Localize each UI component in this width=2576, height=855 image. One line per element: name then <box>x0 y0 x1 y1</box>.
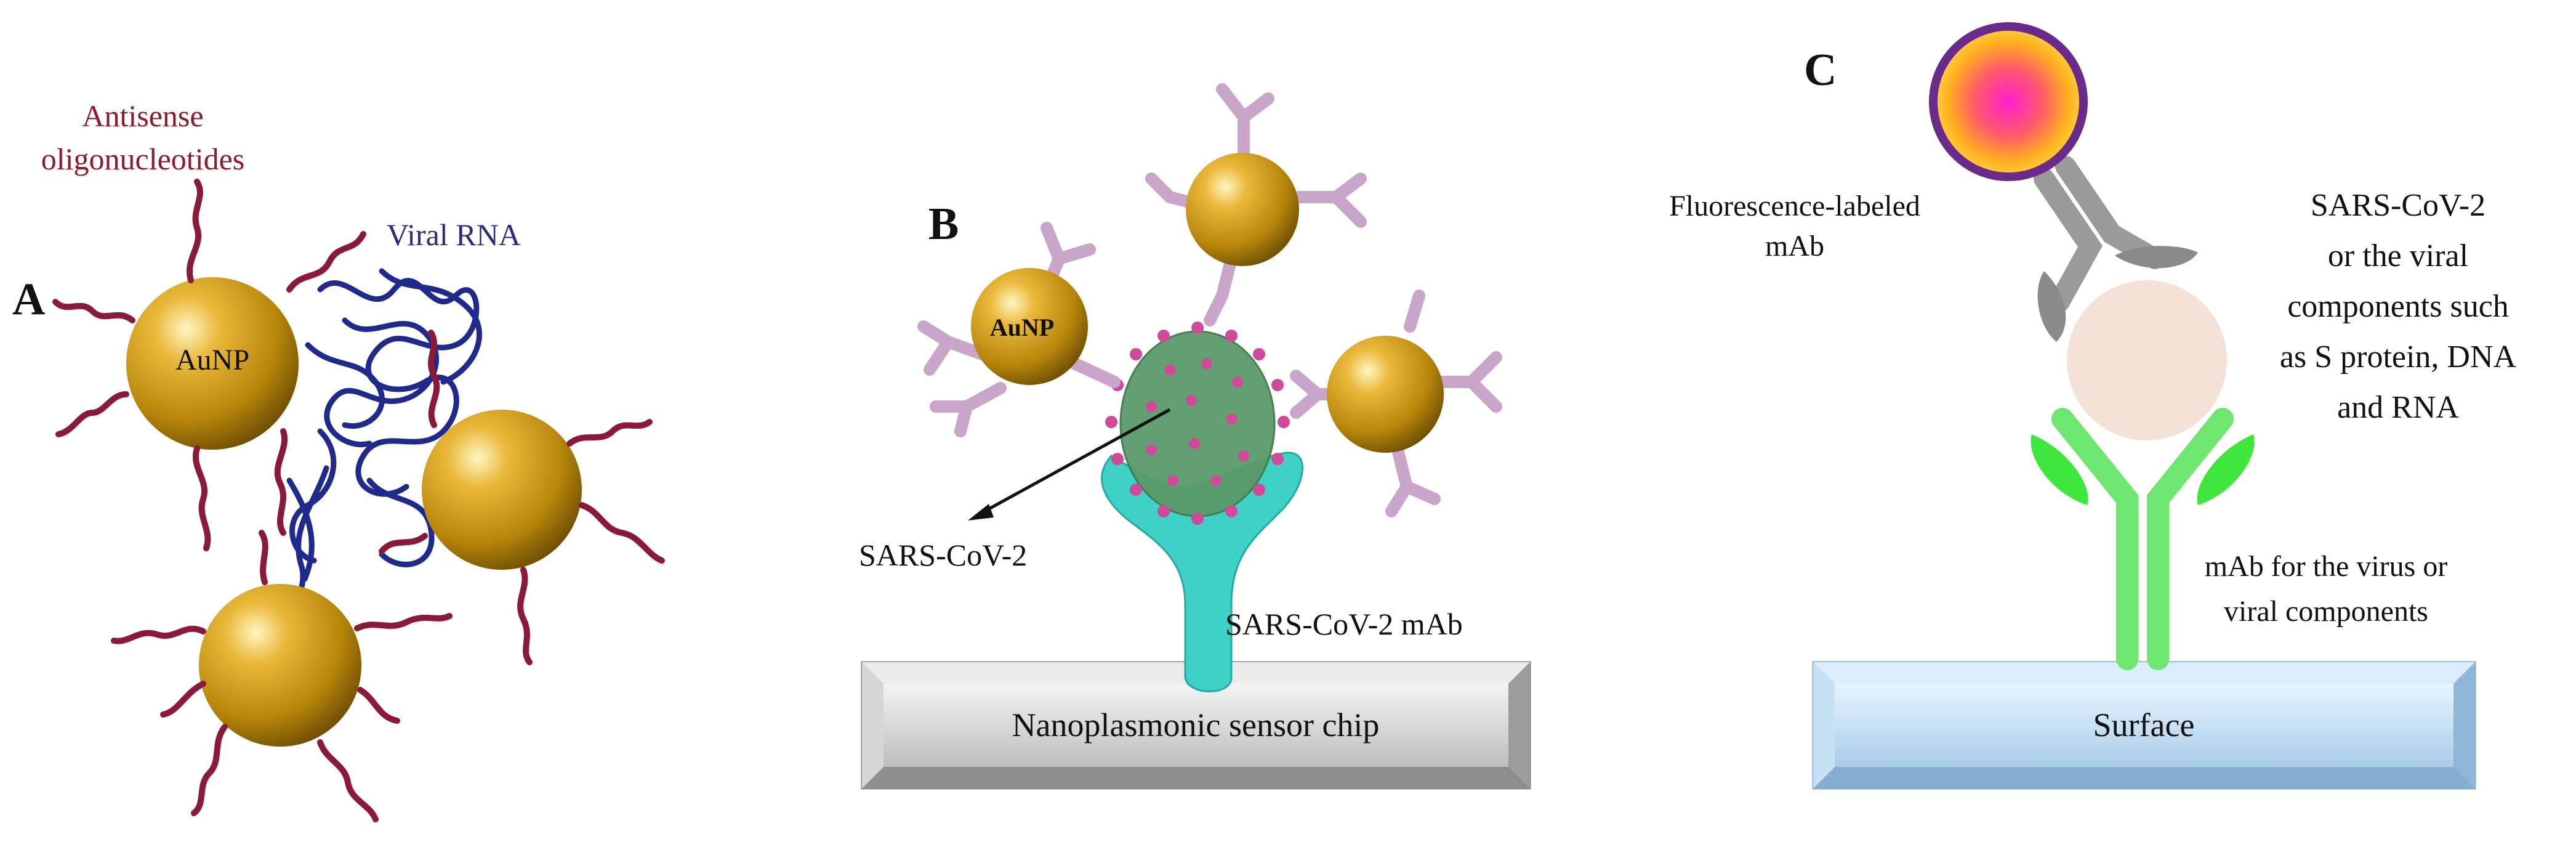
capture-mab <box>2051 408 2234 670</box>
chip-label: Nanoplasmonic sensor chip <box>1012 707 1380 744</box>
pointer-arrow <box>968 408 1171 521</box>
aunp-particle <box>422 410 582 570</box>
sars-cov-2-mab-label: SARS-CoV-2 mAb <box>1225 607 1463 641</box>
antisense-oligonucleotides <box>52 179 665 822</box>
panel-c: C Surface Fluorescence-l <box>1669 22 2517 790</box>
fluorescence-mab-label-line2: mAb <box>1765 230 1824 262</box>
surface-block: Surface <box>1812 661 2476 790</box>
aunp-particle <box>1186 153 1299 266</box>
antibodies-b <box>917 83 1502 517</box>
capture-mab-light-chain-right <box>2197 434 2255 505</box>
virus-spikes <box>1105 322 1290 525</box>
sars-cov-2-label: SARS-CoV-2 <box>859 538 1027 572</box>
viral-rna-strand <box>280 268 482 625</box>
target-label-line3: components such <box>2287 289 2509 324</box>
detection-mab-light-chain-right <box>2115 246 2198 269</box>
antisense-label-line2: oligonucleotides <box>41 142 245 176</box>
panel-a-letter: A <box>12 274 45 325</box>
capture-mab-label-line1: mAb for the virus or <box>2205 550 2448 583</box>
target-label-line1: SARS-CoV-2 <box>2311 188 2485 223</box>
aunp-particle <box>971 268 1088 385</box>
target-label: SARS-CoV-2 or the viral components such … <box>2280 188 2517 425</box>
panel-b-letter: B <box>928 199 959 249</box>
target-label-line4: as S protein, DNA <box>2280 339 2517 375</box>
aunp-particle <box>199 584 361 747</box>
target-label-line2: or the viral <box>2328 238 2468 274</box>
panel-c-letter: C <box>1804 45 1837 95</box>
capture-mab-light-chain-left <box>2031 434 2088 505</box>
target-label-line5: and RNA <box>2337 390 2459 425</box>
aunp-particle <box>1327 336 1444 453</box>
capture-mab-label-line2: viral components <box>2224 595 2428 628</box>
aunp-label: AuNP <box>990 314 1054 341</box>
detection-mab-light-chain-left <box>2037 271 2066 342</box>
aunp-label: AuNP <box>175 344 249 376</box>
panel-b: B Nanoplasmonic sensor chip <box>859 83 1531 790</box>
antisense-label-line1: Antisense <box>82 99 203 133</box>
panel-a: A Antisense oligonucleotides Viral RNA A… <box>12 99 665 822</box>
viral-rna-label: Viral RNA <box>387 217 521 252</box>
fluorescence-mab-label-line1: Fluorescence-labeled <box>1669 190 1920 222</box>
sars-cov-2-virus <box>1105 322 1290 525</box>
fluorescent-label <box>1929 22 2088 181</box>
surface-label: Surface <box>2093 707 2195 744</box>
aunp-particle <box>126 277 299 450</box>
viral-target <box>2067 280 2227 440</box>
